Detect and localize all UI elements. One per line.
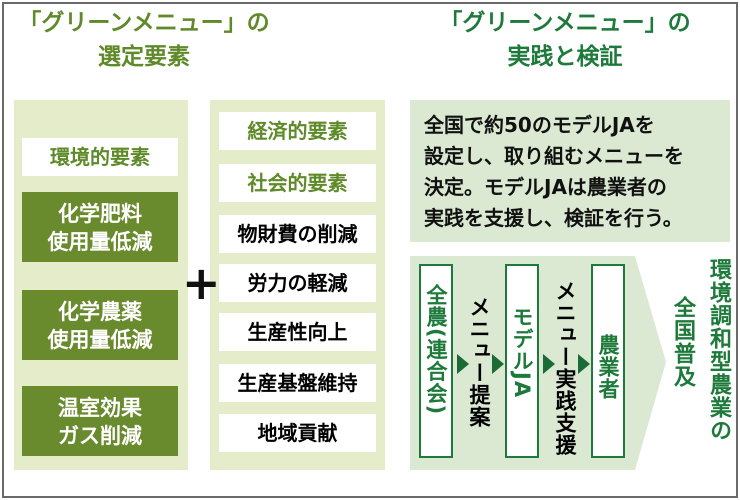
econ-label: 経済的要素 <box>219 112 376 150</box>
line: ガス削減 <box>58 424 142 448</box>
flow-node-model-ja: モデルJA <box>505 264 539 458</box>
factor-item: 地域貢献 <box>219 414 376 452</box>
flow-node-farmers: 農業者 <box>591 264 625 458</box>
node-label: 全農(連合会) <box>424 284 448 416</box>
goal-text: 環境調和型農業の 全国普及 <box>666 258 734 468</box>
step-label: メニュー提案 <box>467 296 491 428</box>
arrow-right-icon <box>543 354 555 374</box>
title-line: 選定要素 <box>98 44 190 70</box>
arrow-right-icon <box>578 354 590 374</box>
line: 使用量低減 <box>47 230 153 254</box>
factor-item: 物財費の削減 <box>219 215 376 253</box>
arrow-right-icon <box>492 354 504 374</box>
left-title: 「グリーンメニュー」の 選定要素 <box>14 6 274 74</box>
title-line: 「グリーンメニュー」の <box>18 10 270 36</box>
title-line: 「グリーンメニュー」の <box>439 10 691 36</box>
factor-item: 労力の軽減 <box>219 264 376 302</box>
description-line: 全国で約50のモデルJAを <box>424 113 655 137</box>
line: 化学農薬 <box>58 300 142 324</box>
description-line: 設定し、取り組むメニューを <box>424 144 684 168</box>
env-item: 化学肥料使用量低減 <box>22 192 178 262</box>
env-item: 温室効果ガス削減 <box>22 386 178 456</box>
description-box: 全国で約50のモデルJAを 設定し、取り組むメニューを 決定。モデルJAは農業者… <box>410 100 730 242</box>
arrow-right-icon <box>457 354 469 374</box>
factor-item: 生産性向上 <box>219 313 376 351</box>
flow-node-zennoh: 全農(連合会) <box>419 264 453 458</box>
factor-item: 生産基盤維持 <box>219 364 376 402</box>
goal-line: 環境調和型農業の <box>706 258 731 442</box>
node-label: モデルJA <box>510 306 534 399</box>
flow-step-proposal: メニュー提案 <box>466 296 492 428</box>
env-label: 環境的要素 <box>22 138 178 176</box>
env-item: 化学農薬使用量低減 <box>22 290 178 360</box>
node-label: 農業者 <box>596 334 620 400</box>
flow-step-support: メニュー実践支援 <box>552 280 578 456</box>
description-line: 決定。モデルJAは農業者の <box>424 175 667 199</box>
goal-line: 全国普及 <box>670 296 695 388</box>
plus-icon: + <box>182 256 221 310</box>
line: 温室効果 <box>58 396 142 420</box>
line: 使用量低減 <box>47 328 153 352</box>
step-label: メニュー実践支援 <box>553 280 577 456</box>
right-title: 「グリーンメニュー」の 実践と検証 <box>420 6 710 74</box>
title-line: 実践と検証 <box>507 44 623 70</box>
description-line: 実践を支援し、検証を行う。 <box>424 206 683 230</box>
social-label: 社会的要素 <box>219 164 376 202</box>
line: 化学肥料 <box>58 202 142 226</box>
